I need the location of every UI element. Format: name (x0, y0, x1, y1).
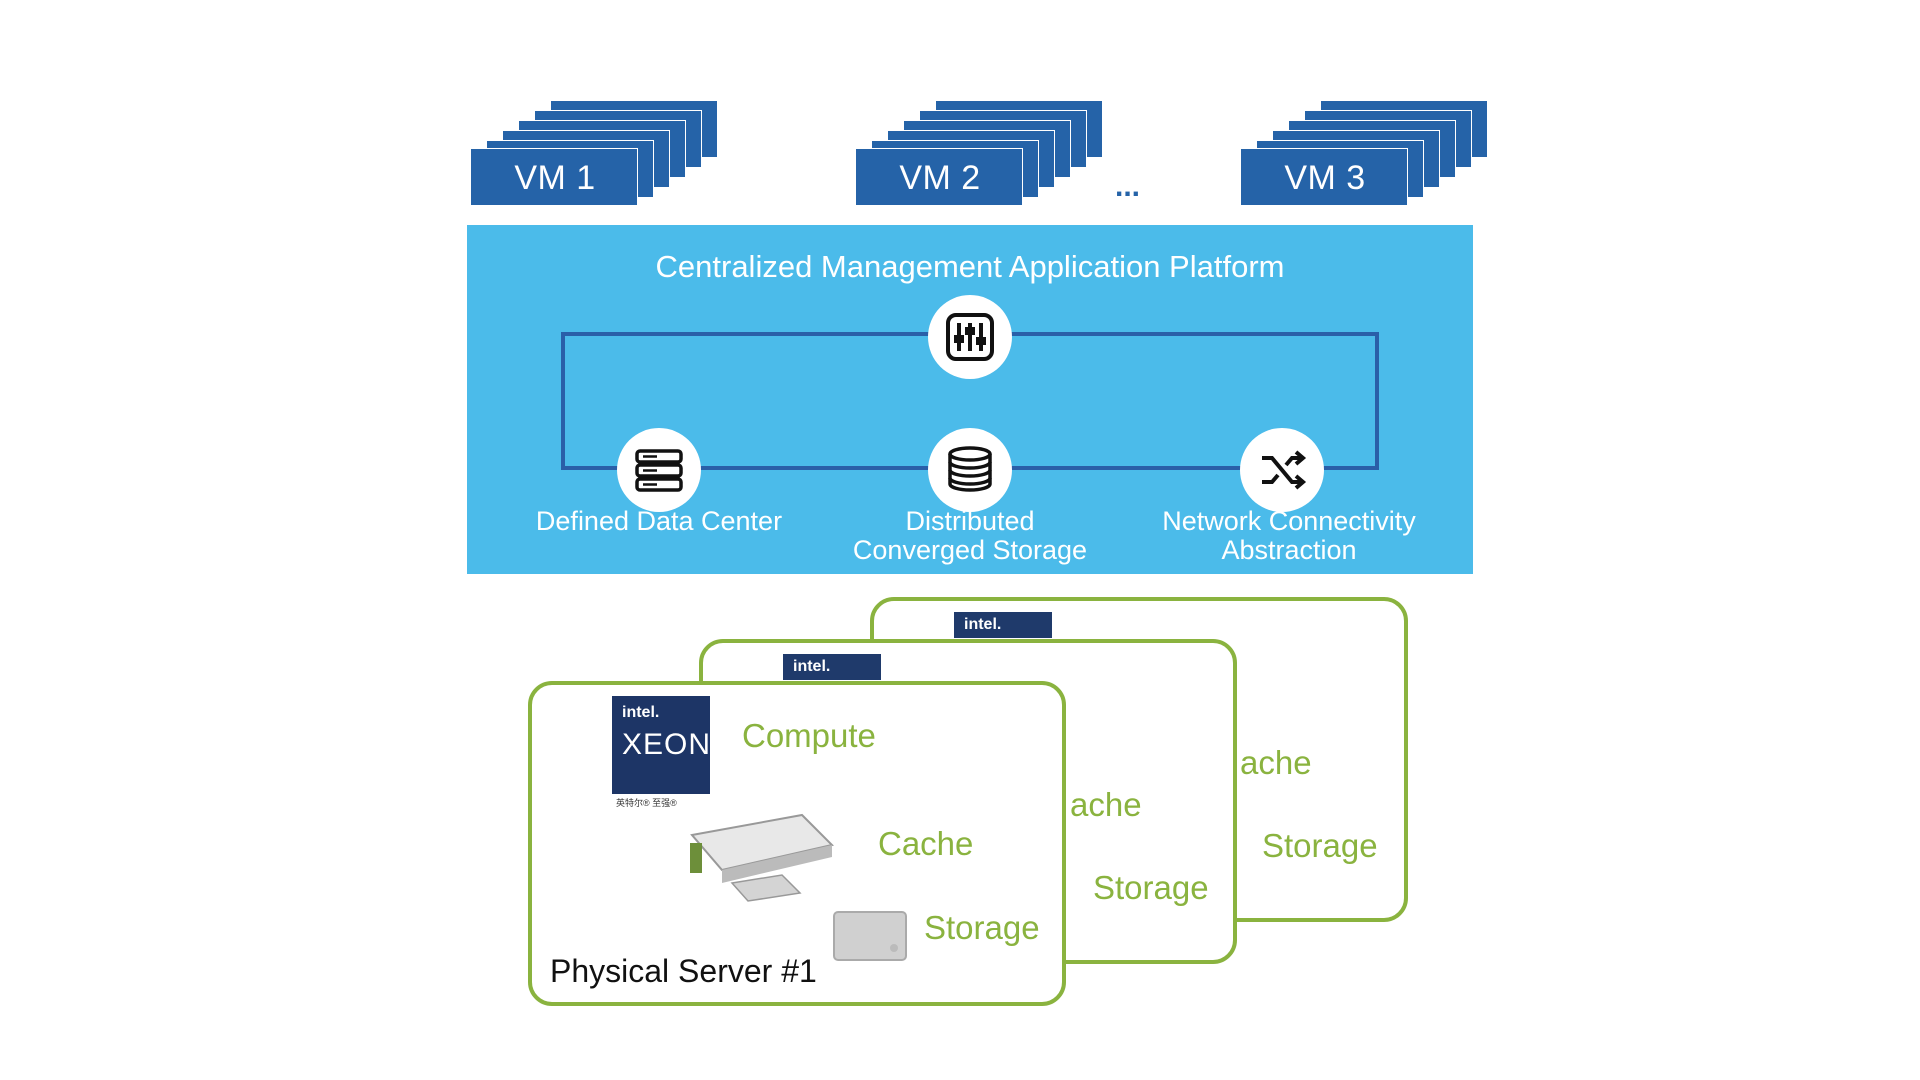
database-icon (928, 428, 1012, 512)
storage-label: Storage (1262, 827, 1378, 864)
vm-label: VM 3 (1284, 158, 1366, 197)
cache-card-image (690, 813, 834, 902)
intel-logo: intel. (783, 654, 881, 680)
server-name: Physical Server #1 (550, 953, 817, 989)
vm-card-front: VM 2 (855, 148, 1023, 206)
management-platform: Centralized Management Application Platf… (467, 225, 1473, 574)
vm-stack-1: VM 1 (470, 100, 730, 210)
cache-label: ache (1240, 744, 1312, 781)
compute-label: Compute (742, 717, 876, 754)
label-line: Network Connectivity (1162, 506, 1416, 536)
label-line: Abstraction (1221, 535, 1357, 565)
vm-label: VM 1 (514, 158, 596, 197)
node-label-distributed-storage: Distributed Converged Storage (810, 507, 1130, 565)
badge-sub-text: 英特尔® 至强® (616, 798, 677, 808)
vm-card-front: VM 1 (470, 148, 638, 206)
ssd-image (833, 911, 907, 961)
server-rack-icon (617, 428, 701, 512)
node-label-defined-data-center: Defined Data Center (499, 507, 819, 536)
cache-label: ache (1070, 786, 1142, 823)
shuffle-icon (1240, 428, 1324, 512)
vm-label: VM 2 (899, 158, 981, 197)
label-line: Converged Storage (852, 535, 1088, 565)
label-line: Distributed (905, 506, 1035, 536)
node-label-network-abstraction: Network Connectivity Abstraction (1129, 507, 1449, 565)
badge-intel-text: intel. (622, 704, 660, 721)
vm-stack-2: VM 2 (855, 100, 1115, 210)
platform-title: Centralized Management Application Platf… (655, 249, 1285, 284)
label-line: Defined Data Center (535, 506, 783, 536)
storage-label: Storage (924, 909, 1040, 946)
vm-ellipsis: ... (1115, 170, 1141, 203)
storage-label: Storage (1093, 869, 1209, 906)
intel-logo: intel. (954, 612, 1052, 638)
xeon-badge: intel. XEON 英特尔® 至强® (612, 696, 712, 808)
vm-stack-3: VM 3 (1240, 100, 1500, 210)
vm-card-front: VM 3 (1240, 148, 1408, 206)
badge-xeon-text: XEON (622, 728, 712, 761)
cache-label: Cache (878, 825, 974, 862)
physical-server-1: intel. XEON 英特尔® 至强® Compute Cache Stora… (528, 681, 1066, 1006)
mixer-sliders-icon (928, 295, 1012, 379)
